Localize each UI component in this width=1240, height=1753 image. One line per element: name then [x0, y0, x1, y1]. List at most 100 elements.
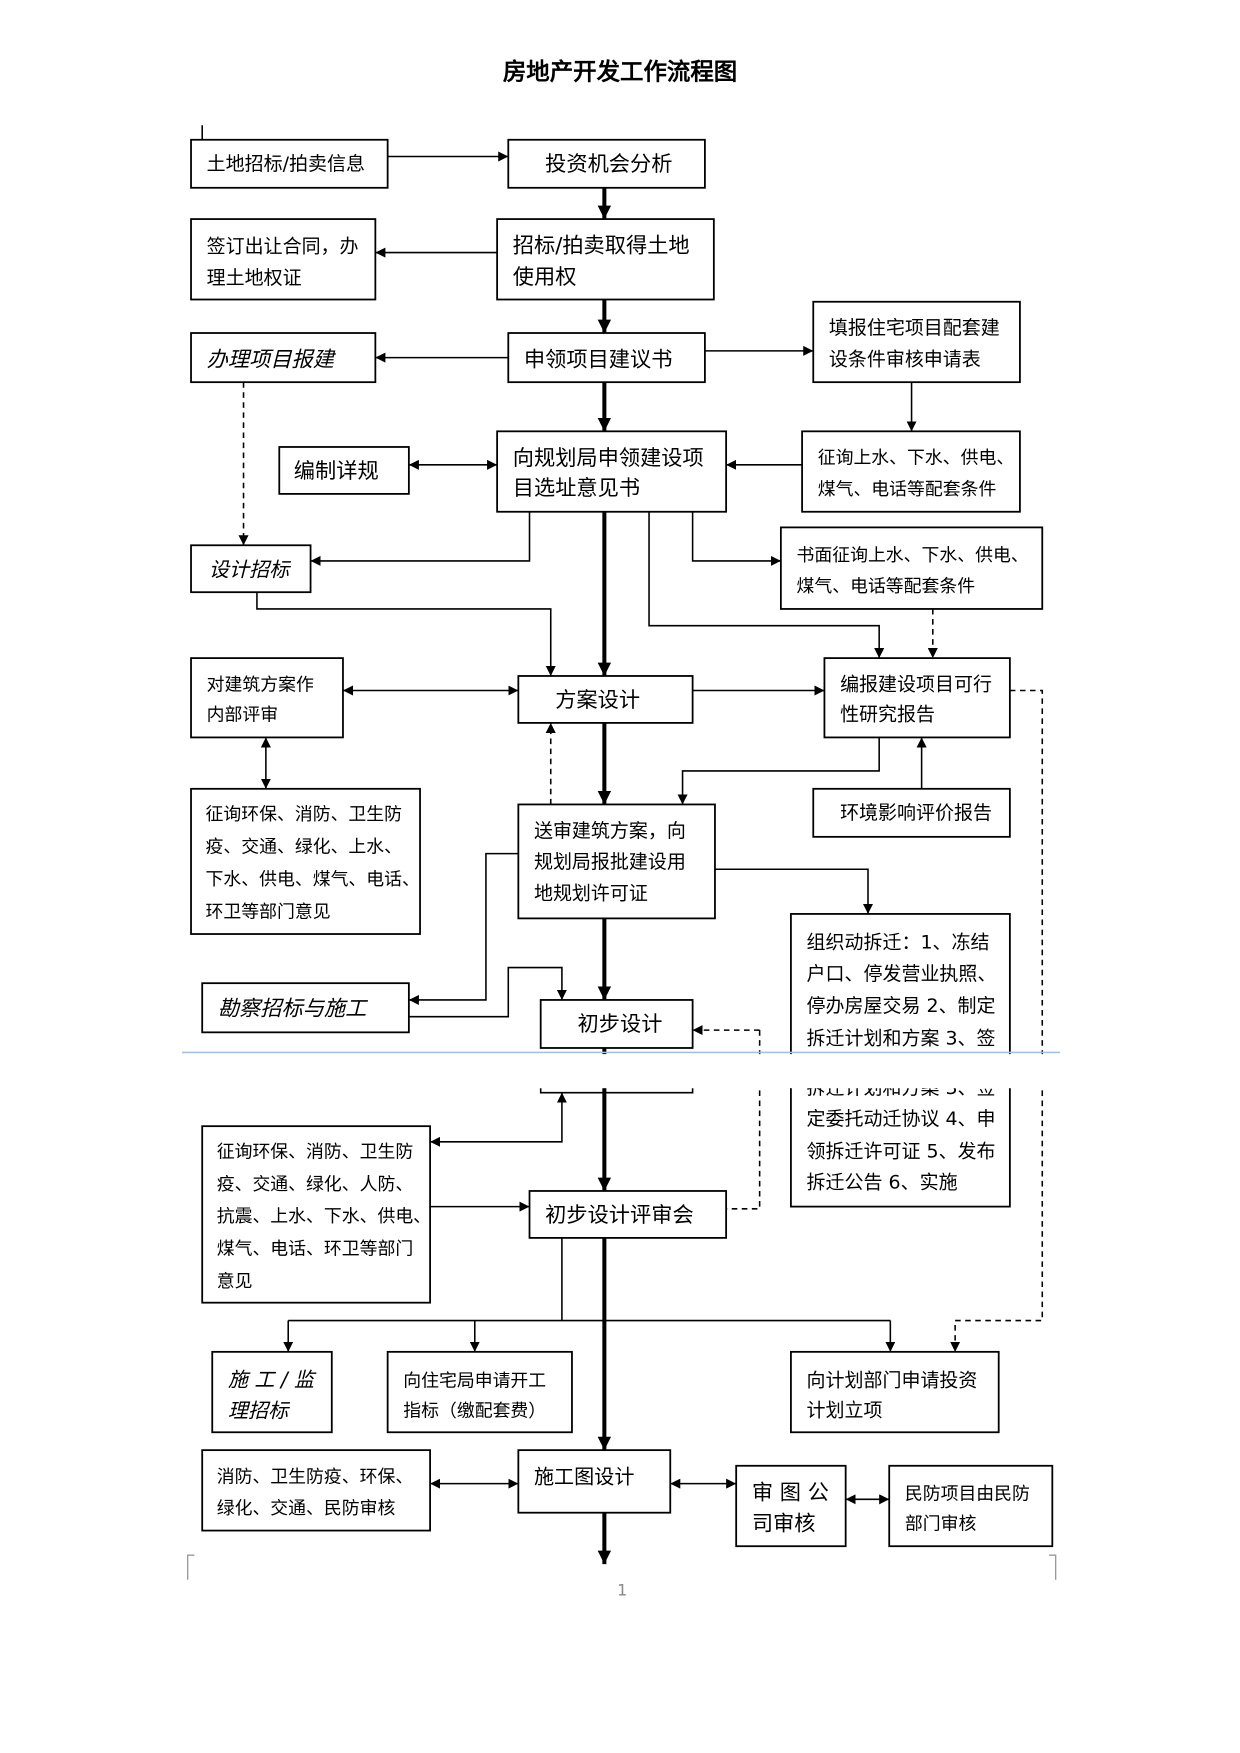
node-dept-opinions-2-line: 疫、交通、绿化、人防、 — [217, 1174, 413, 1195]
node-dept-opinions-2: 征询环保、消防、卫生防 疫、交通、绿化、人防、 抗震、上水、下水、供电、 煤气、… — [201, 1125, 431, 1304]
node-written-utility-inquiry-box — [779, 526, 1044, 610]
node-internal-review-box — [190, 657, 344, 739]
node-acquire-land-line: 招标/拍卖取得土地 — [513, 234, 690, 259]
node-sign-contract-box — [190, 218, 377, 301]
node-planning-permit: 送审建筑方案，向 规划局报批建设用 地规划许可证 — [517, 803, 716, 920]
node-sign-contract-line: 理土地权证 — [207, 267, 302, 289]
node-eia-report: 环境影响评价报告 — [812, 787, 1011, 838]
node-dept-opinions-2-line: 抗震、上水、下水、供电、 — [217, 1206, 431, 1227]
node-written-utility-inquiry: 书面征询上水、下水、供电、 煤气、电话等配套条件 — [779, 526, 1044, 610]
node-feasibility-report-line: 编报建设项目可行 — [840, 674, 992, 696]
node-scheme-design-text: 方案设计 — [555, 688, 640, 713]
node-dept-opinions-2-box — [201, 1125, 431, 1304]
node-planning-permit-box — [517, 803, 716, 920]
edge-design-tender-to-scheme — [256, 592, 556, 676]
node-construction-drawing-box — [517, 1449, 672, 1514]
page-number: 1 — [617, 1580, 627, 1599]
node-start-permit-line: 向住宅局申请开工 — [403, 1370, 546, 1391]
node-demolition-repeated-line: 拆迁计划和方案 3、签 — [807, 1077, 996, 1099]
node-project-filing-text: 办理项目报建 — [207, 348, 337, 373]
connectors — [238, 151, 1044, 1505]
node-investment-analysis-box — [507, 138, 706, 189]
node-drawing-review-line: 司审核 — [752, 1512, 816, 1537]
node-site-opinion: 向规划局申领建设项 目选址意见书 — [496, 430, 728, 513]
node-supporting-form-line: 设条件审核申请表 — [829, 348, 981, 370]
node-site-opinion-line: 向规划局申领建设项 — [513, 446, 704, 471]
node-utility-inquiry: 征询上水、下水、供电、 煤气、电话等配套条件 — [801, 430, 1021, 513]
node-construction-tender-line: 理招标 — [228, 1399, 290, 1423]
node-project-proposal-box — [507, 332, 706, 384]
edge-preliminary-opinions — [430, 1092, 567, 1147]
node-dept-opinions-2-line: 征询环保、消防、卫生防 — [217, 1141, 413, 1162]
node-supporting-form-box — [812, 300, 1021, 384]
node-preliminary-review: 初步设计评审会 — [528, 1190, 728, 1239]
node-drawing-review-line: 审 图 公 — [752, 1480, 829, 1505]
edge-review-branch — [288, 1237, 891, 1322]
node-supporting-form-line: 填报住宅项目配套建 — [829, 317, 1000, 339]
node-construction-drawing-text: 施工图设计 — [534, 1465, 634, 1489]
page-corner-mark-left — [187, 1554, 195, 1580]
node-internal-review: 对建筑方案作 内部评审 — [190, 657, 344, 739]
node-investment-plan-line: 计划立项 — [807, 1400, 883, 1422]
node-land-info-box — [190, 138, 389, 189]
node-investment-analysis-text: 投资机会分析 — [545, 152, 672, 177]
node-project-proposal-text: 申领项目建议书 — [524, 348, 673, 373]
node-utility-inquiry-line: 煤气、电话等配套条件 — [818, 479, 997, 500]
node-project-filing-box — [190, 332, 377, 384]
node-investment-plan: 向计划部门申请投资 计划立项 — [790, 1350, 1000, 1434]
edge-site-to-design-tender — [310, 511, 531, 566]
node-dept-opinions-box — [190, 787, 421, 935]
node-internal-review-line: 对建筑方案作 — [207, 675, 314, 696]
node-acquire-land: 招标/拍卖取得土地 使用权 — [496, 218, 715, 301]
node-approvals-box — [201, 1449, 431, 1532]
node-approvals-line: 绿化、交通、民防审核 — [217, 1498, 396, 1519]
node-dept-opinions-line: 环卫等部门意见 — [206, 901, 331, 922]
node-dept-opinions-line: 征询环保、消防、卫生防 — [206, 804, 402, 825]
node-design-tender: 设计招标 — [190, 544, 312, 594]
node-construction-tender-box — [211, 1350, 333, 1434]
edge-feasibility-to-investment-plan — [950, 689, 1044, 1352]
node-dept-opinions-2-line: 煤气、电话、环卫等部门 — [217, 1239, 413, 1260]
node-project-filing: 办理项目报建 — [190, 332, 377, 384]
node-site-opinion-line: 目选址意见书 — [513, 476, 640, 501]
node-survey-tender: 勘察招标与施工 — [201, 982, 410, 1034]
edge-site-to-feasibility — [648, 511, 885, 659]
edge-demolition-to-review — [726, 1030, 761, 1210]
node-start-permit: 向住宅局申请开工 指标（缴配套费） — [386, 1350, 573, 1434]
node-demolition-line: 拆迁公告 6、实施 — [807, 1172, 958, 1194]
node-demolition-line-fragment: 拆迁计划和方案 3、签 — [807, 1077, 996, 1099]
node-utility-inquiry-box — [801, 430, 1021, 513]
node-detailed-plan: 编制详规 — [278, 446, 410, 495]
edge-permit-to-survey — [408, 852, 519, 1005]
page-corner-mark-right — [1048, 1554, 1057, 1580]
node-demolition-line: 户口、停发营业执照、 — [807, 963, 997, 985]
node-written-utility-inquiry-line: 煤气、电话等配套条件 — [797, 576, 976, 597]
node-acquire-land-box — [496, 218, 715, 301]
node-demolition-line: 停办房屋交易 2、制定 — [807, 995, 996, 1017]
node-approvals: 消防、卫生防疫、环保、 绿化、交通、民防审核 — [201, 1449, 431, 1532]
node-scheme-design: 方案设计 — [517, 675, 694, 724]
node-site-opinion-box — [496, 430, 728, 513]
node-preliminary-design-box-fragment — [539, 1088, 694, 1094]
node-feasibility-report: 编报建设项目可行 性研究报告 — [823, 657, 1011, 739]
node-investment-plan-line: 向计划部门申请投资 — [807, 1369, 978, 1391]
node-detailed-plan-box — [278, 446, 410, 495]
edge-survey-to-preliminary — [408, 966, 567, 1018]
node-acquire-land-line: 使用权 — [513, 265, 577, 290]
node-construction-tender: 施 工 / 监 理招标 — [211, 1350, 333, 1434]
node-feasibility-report-line: 性研究报告 — [840, 704, 935, 726]
node-survey-tender-text: 勘察招标与施工 — [218, 997, 368, 1022]
node-eia-report-box — [812, 787, 1011, 838]
node-civil-defense-line: 部门审核 — [905, 1513, 977, 1534]
node-drawing-review: 审 图 公 司审核 — [735, 1464, 847, 1548]
node-supporting-form: 填报住宅项目配套建 设条件审核申请表 — [812, 300, 1021, 384]
node-preliminary-review-text: 初步设计评审会 — [545, 1203, 694, 1228]
node-dept-opinions: 征询环保、消防、卫生防 疫、交通、绿化、上水、 下水、供电、煤气、电话、 环卫等… — [190, 787, 421, 935]
node-dept-opinions-line: 下水、供电、煤气、电话、 — [206, 869, 420, 890]
node-scheme-design-box — [517, 675, 694, 724]
page-title: 房地产开发工作流程图 — [503, 57, 737, 85]
node-start-permit-line: 指标（缴配套费） — [403, 1401, 546, 1422]
node-land-info-text: 土地招标/拍卖信息 — [207, 153, 365, 175]
node-survey-tender-box — [201, 982, 410, 1034]
